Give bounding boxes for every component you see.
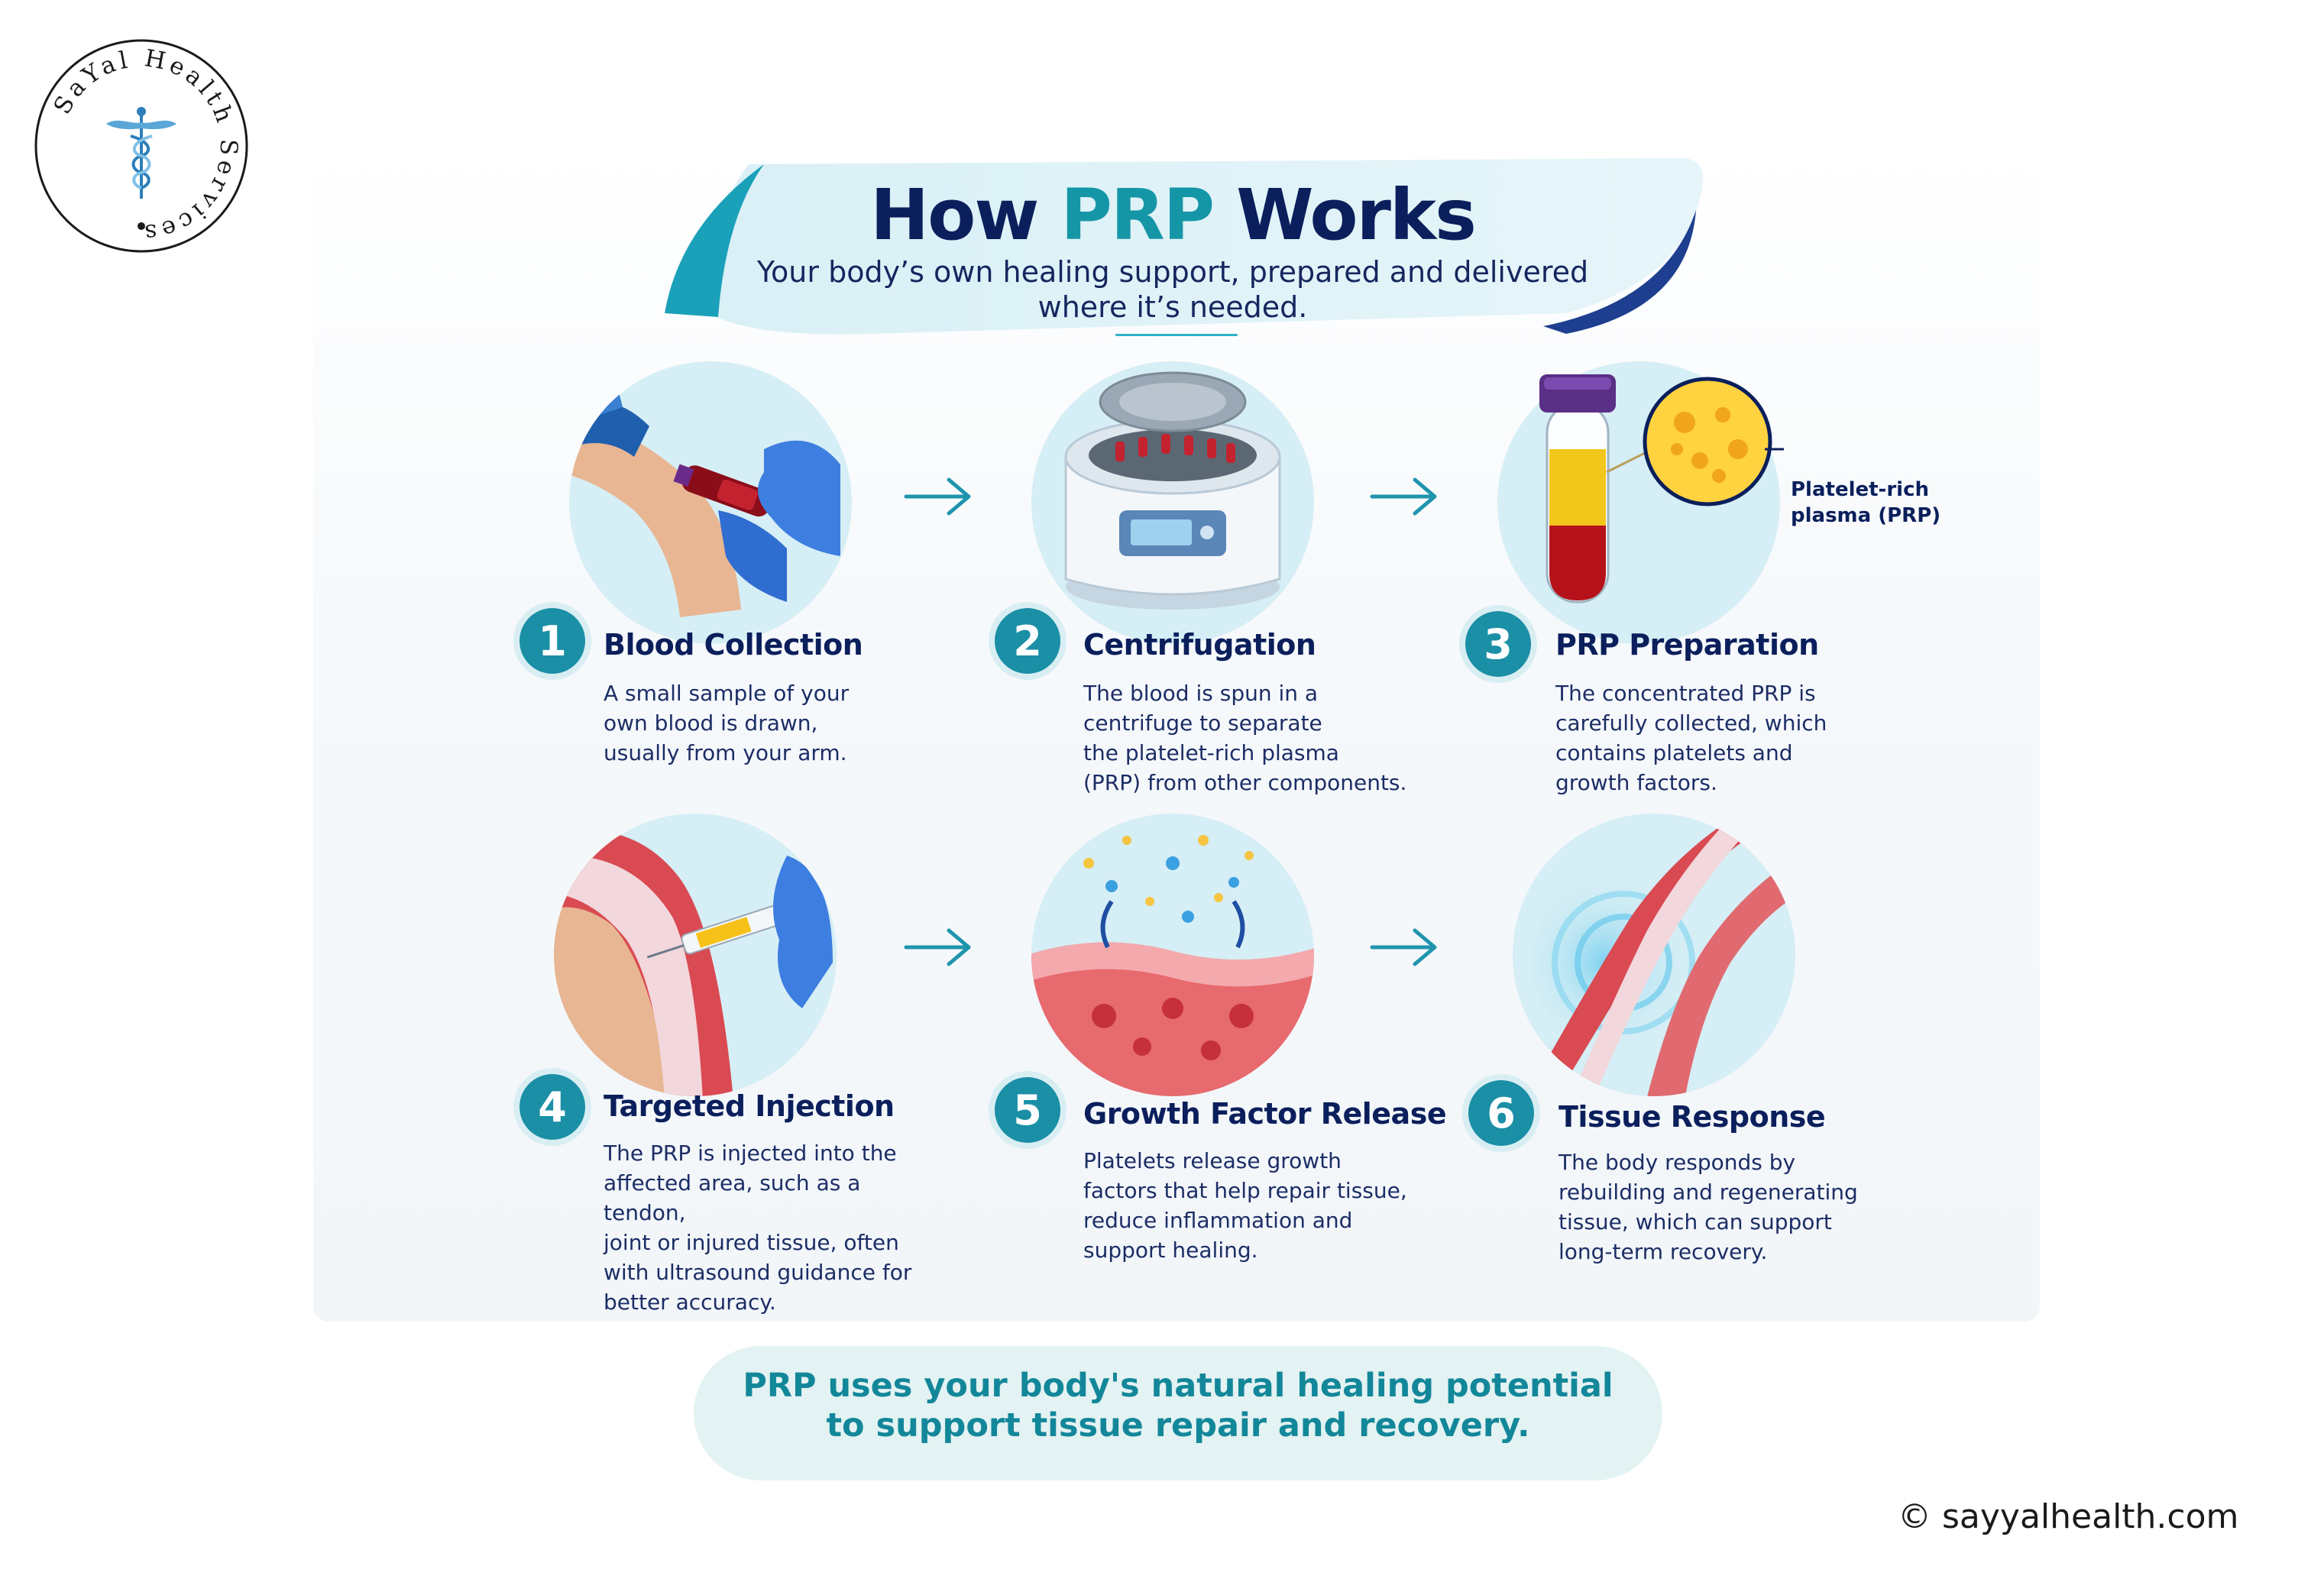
step-title: PRP Preparation	[1555, 628, 1819, 662]
brand-logo: SaYal Health Services	[34, 39, 248, 253]
header-banner	[665, 158, 1704, 335]
step-number-badge: 6	[1468, 1080, 1534, 1146]
step-title: Growth Factor Release	[1083, 1097, 1447, 1131]
blood-draw-illustration	[569, 361, 852, 644]
step-number-badge: 3	[1465, 611, 1531, 677]
website-link[interactable]: sayyalhealth.com	[1942, 1497, 2239, 1536]
test-tube-illustration	[1497, 361, 1784, 644]
centrifuge-illustration	[1031, 361, 1314, 644]
arrow-right-icon	[904, 477, 971, 516]
step-number-badge: 1	[520, 608, 585, 674]
summary-text: PRP uses your body's natural healing pot…	[743, 1367, 1614, 1445]
arrow-right-icon	[1370, 928, 1437, 966]
page-subtitle: Your body’s own healing support, prepare…	[756, 255, 1589, 324]
prp-callout-label: Platelet-rich plasma (PRP)	[1791, 478, 1941, 527]
step-title: Centrifugation	[1083, 628, 1316, 662]
content-panel	[313, 145, 2040, 1322]
copyright-notice: © sayyalhealth.com	[1898, 1497, 2238, 1536]
injection-illustration	[554, 814, 837, 1096]
title-divider	[1115, 334, 1238, 336]
step-title: Tissue Response	[1559, 1100, 1826, 1134]
tissue-illustration	[1031, 814, 1314, 1096]
step-title: Blood Collection	[604, 628, 863, 662]
caduceus-icon	[106, 107, 176, 199]
step-number-badge: 4	[520, 1074, 585, 1140]
copyright-icon: ©	[1898, 1497, 1931, 1536]
summary-pill	[694, 1346, 1662, 1480]
step-number-badge: 5	[995, 1077, 1060, 1143]
step-title: Targeted Injection	[604, 1089, 895, 1123]
page-title: How PRP Works	[870, 174, 1477, 256]
muscle-illustration	[1513, 814, 1795, 1096]
arrow-right-icon	[904, 928, 971, 966]
step-number-badge: 2	[995, 608, 1060, 674]
arrow-right-icon	[1370, 477, 1437, 516]
